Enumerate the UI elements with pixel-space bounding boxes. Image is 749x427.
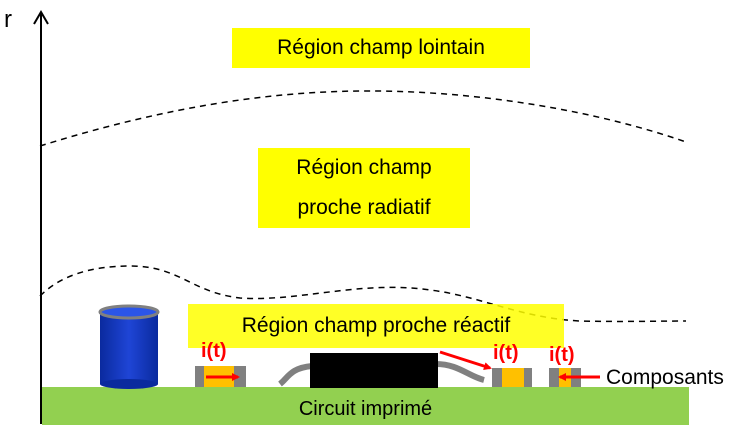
circuit-board: [42, 387, 689, 425]
components-label: Composants: [606, 366, 724, 389]
reactive-near-field-label: Région champ proche réactif: [188, 304, 564, 348]
circuit-board-label: Circuit imprimé: [298, 398, 433, 420]
current-label-3: i(t): [549, 344, 575, 366]
r-axis-label: r: [4, 6, 12, 33]
far-field-boundary: [39, 90, 687, 147]
ic-chip-component: [278, 353, 485, 388]
current-label-2: i(t): [493, 342, 519, 364]
capacitor-component: [98, 304, 160, 389]
current-arrow-2: [439, 350, 492, 370]
radiative-near-field-label: Région champ proche radiatif: [258, 148, 470, 228]
radiative-near-field-label-line1: Région champ: [296, 156, 432, 179]
current-label-1: i(t): [201, 340, 227, 362]
r-axis-arrowhead: [33, 10, 49, 25]
far-field-label: Région champ lointain: [232, 28, 530, 68]
radiative-near-field-label-line2: proche radiatif: [297, 196, 431, 219]
smd-component-2: [492, 368, 532, 387]
